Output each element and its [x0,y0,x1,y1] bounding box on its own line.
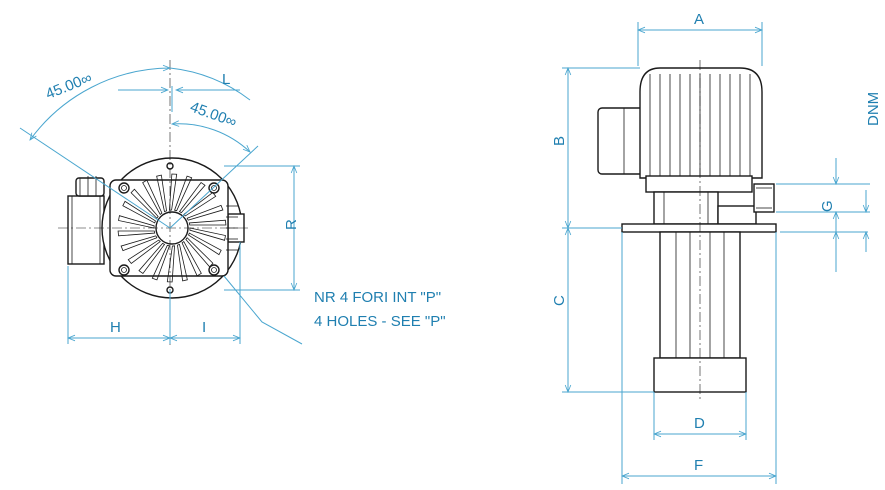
dim-label-DNM: DNM [865,92,882,126]
fan-fin [166,245,175,283]
fan-cover-fins [117,173,238,283]
fan-fin [138,242,166,275]
dim-label-D: D [694,415,705,432]
pump-outlet [717,205,757,225]
holes-note-line-1: NR 4 FORI INT "P" [314,289,441,306]
dim-label-H: H [110,319,121,336]
holes-note-line-2: 4 HOLES - SEE "P" [314,313,446,330]
fan-fin [189,227,226,241]
fan-fin [183,191,217,217]
fan-fin [188,232,222,256]
side-view: A B C D F DNM G [551,11,882,484]
fan-fin [177,243,188,282]
fan-fin [178,181,206,214]
fan-fin [118,215,155,229]
dim-label-I: I [202,319,206,336]
fan-fin [186,204,224,221]
fan-fin [117,230,156,237]
dim-label-R: R [283,219,300,230]
terminal-box [67,176,105,265]
fan-fin [188,219,227,226]
dim-label-G: G [819,200,836,212]
motor-finned-cap [639,67,763,179]
fan-fin [120,235,158,252]
fan-fin [156,174,167,213]
dim-label-B: B [551,136,568,146]
fan-fin [181,241,202,277]
front-view: 45.00∞ 45.00∞ L R H I NR 4 FORI INT "P" … [19,60,446,345]
angle-label-inner: 45.00∞ [188,99,239,132]
dim-label-A: A [694,11,704,28]
motor-fins [649,74,751,176]
fan-fin [142,179,163,215]
mounting-plate [621,223,777,233]
fan-fin [130,188,159,219]
fan-fin [127,239,161,265]
fan-fin [151,244,170,281]
dim-label-L: L [222,71,230,88]
side-terminal-box [597,107,645,175]
fan-fin [174,175,193,212]
dim-label-C: C [551,295,568,306]
fan-fin [122,200,156,224]
angle-label-outer: 45.00∞ [43,69,94,103]
fan-fin [169,173,178,211]
dim-label-F: F [694,457,703,474]
